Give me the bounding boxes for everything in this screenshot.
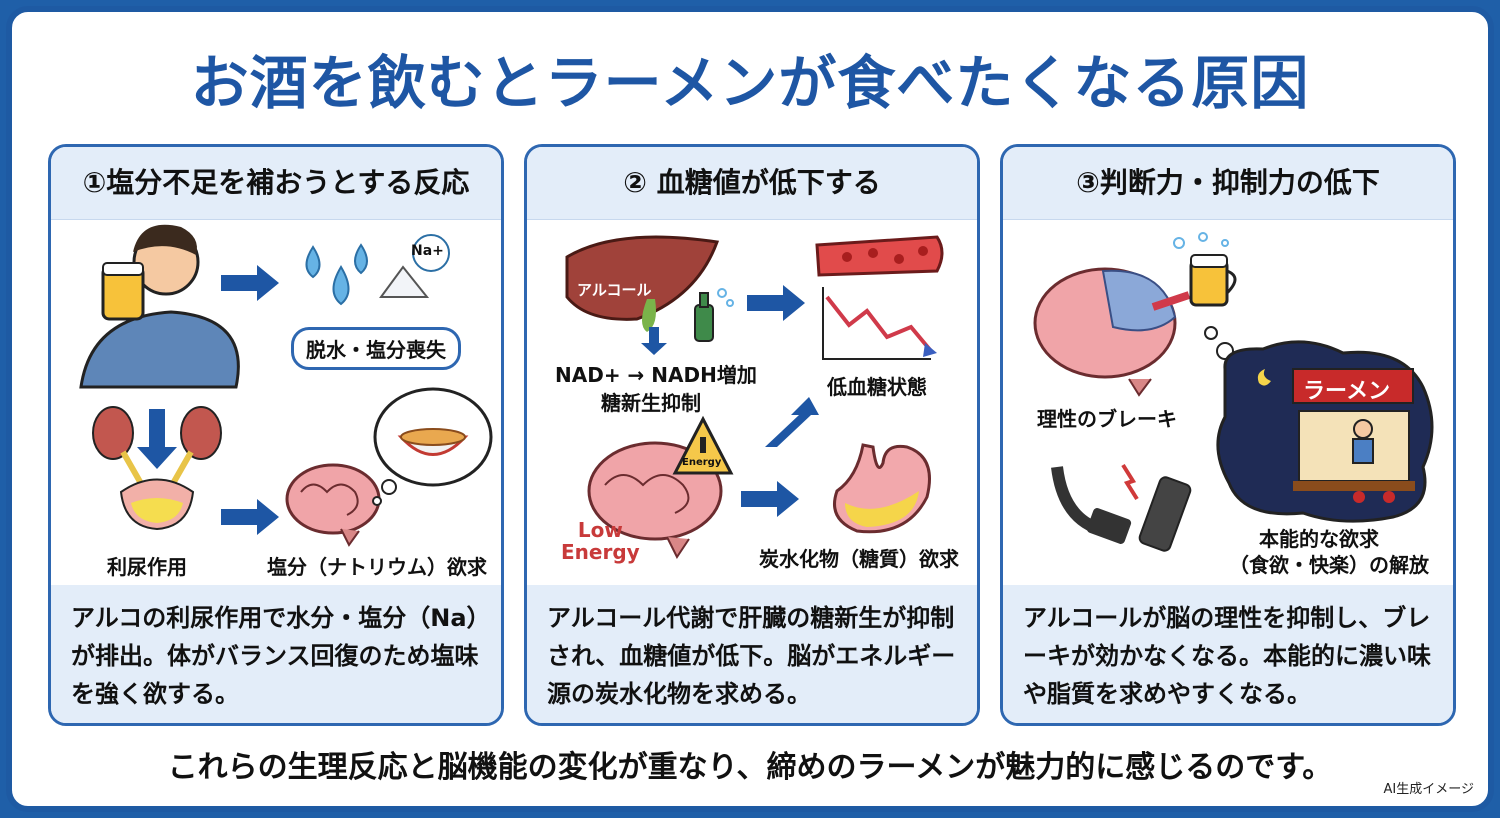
instinct-label-1: 本能的な欲求 <box>1259 527 1379 551</box>
page-title: お酒を飲むとラーメンが食べたくなる原因 <box>190 49 1310 117</box>
warning-icon <box>672 415 734 475</box>
panel-judgment: ③判断力・抑制力の低下 <box>1000 144 1456 726</box>
stomach-icon <box>833 443 931 534</box>
arrow-icon <box>221 499 279 535</box>
panel-blood-sugar: ② 血糖値が低下する <box>524 144 980 726</box>
panel-salt: ①塩分不足を補おうとする反応 <box>48 144 504 726</box>
arrow-icon <box>221 265 279 301</box>
arrow-diagonal-icon <box>765 397 819 447</box>
declining-graph-icon <box>822 287 937 360</box>
low-energy-label: Low Energy <box>561 518 640 564</box>
salt-craving-label: 塩分（ナトリウム）欲求 <box>267 555 487 579</box>
dehydration-label: 脱水・塩分喪失 <box>291 327 461 370</box>
nad-label: NAD+ → NADH増加 <box>555 363 757 387</box>
carb-craving-label: 炭水化物（糖質）欲求 <box>759 547 959 571</box>
panel-illustration <box>565 235 944 559</box>
panel-illustration <box>79 224 493 547</box>
arrow-down-icon <box>641 327 667 355</box>
diuresis-label: 利尿作用 <box>107 555 187 579</box>
ramen-sign-label: ラーメン <box>1303 379 1391 404</box>
ai-generated-note: AI生成イメージ <box>1383 782 1474 797</box>
arrow-icon <box>741 481 799 517</box>
bubble-dot-icon <box>1204 326 1218 340</box>
brake-pedal-icon <box>1051 463 1192 552</box>
brain-icon <box>285 463 381 547</box>
arrow-icon <box>747 285 805 321</box>
blood-vessel-icon <box>815 235 944 277</box>
salt-pile-icon <box>379 234 450 298</box>
liver-icon <box>565 235 720 332</box>
water-drops-icon <box>305 243 368 306</box>
panel-heading: ③判断力・抑制力の低下 <box>1003 147 1453 220</box>
bottle-icon <box>694 288 734 342</box>
man-drinking-icon <box>79 224 240 389</box>
brain-icon <box>1033 267 1191 397</box>
panel-heading: ② 血糖値が低下する <box>527 147 977 220</box>
hypoglycemia-label: 低血糖状態 <box>827 375 927 399</box>
brake-label: 理性のブレーキ <box>1037 407 1177 431</box>
instinct-label-2: （食欲・快楽）の解放 <box>1229 553 1429 577</box>
ramen-thought-bubble-icon <box>372 387 493 506</box>
kidneys-icon <box>92 406 222 531</box>
ramen-shop-icon <box>1216 340 1434 523</box>
footer-summary: これらの生理反応と脳機能の変化が重なり、締めのラーメンが魅力的に感じるのです。 <box>167 750 1333 785</box>
gluconeogenesis-label: 糖新生抑制 <box>601 391 701 415</box>
energy-label: Energy <box>682 457 722 468</box>
panel-illustration <box>1033 232 1434 552</box>
panel-heading: ①塩分不足を補おうとする反応 <box>51 147 501 220</box>
alcohol-label: アルコール <box>577 281 652 299</box>
beer-mug-icon <box>1173 232 1237 307</box>
panel-description: アルコの利尿作用で水分・塩分（Na）が排出。体がバランス回復のため塩味を強く欲す… <box>51 585 501 723</box>
panel-description: アルコールが脳の理性を抑制し、ブレーキが効かなくなる。本能的に濃い味や脂質を求め… <box>1003 585 1453 723</box>
arrow-down-icon <box>137 409 177 469</box>
panel-description: アルコール代謝で肝臓の糖新生が抑制され、血糖値が低下。脳がエネルギー源の炭水化物… <box>527 585 977 723</box>
sodium-label: Na+ <box>411 243 444 259</box>
